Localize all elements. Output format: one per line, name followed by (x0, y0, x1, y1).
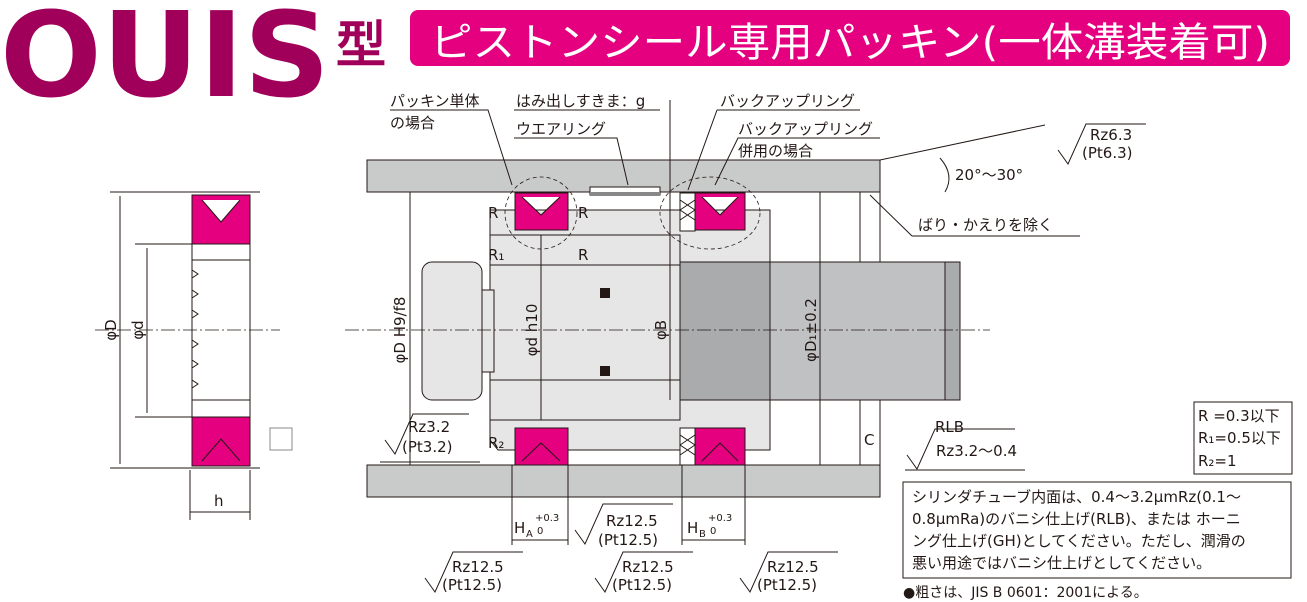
radius-r: R =0.3以下 (1198, 407, 1280, 425)
label-r2: R₂ (488, 434, 504, 452)
roughness-groove1: Rz12.5 (606, 512, 658, 530)
roughness-b2: Rz12.5 (622, 558, 674, 576)
dim-phiD-fit: φD H9/f8 (391, 297, 409, 364)
dim-HA: H (514, 519, 525, 537)
tol-lower: 0 (537, 526, 543, 537)
roughness-top: Rz6.3 (1090, 126, 1132, 144)
surface-finish-note: シリンダチューブ内面は、0.4〜3.2μmRz(0.1〜 0.8μmRa)のバニ… (902, 481, 1292, 601)
scan-icon[interactable] (269, 427, 293, 451)
note-line: ング仕上げ(GH)としてください。ただし、潤滑の (912, 532, 1246, 550)
callout-backup-combined: バックアップリング (738, 120, 873, 138)
dim-phiD: φD (102, 319, 120, 340)
title-banner (410, 10, 1290, 66)
roughness-b2-pt: (Pt12.5) (612, 576, 672, 594)
dim-phiD1: φD₁±0.2 (802, 298, 820, 362)
label-r: R (488, 204, 498, 222)
model-suffix: 型 (336, 16, 386, 74)
dim-phid: φd (129, 320, 147, 339)
callouts: パッキン単体 の場合 はみ出しすきま：g ウエアリング バックアップリング バッ… (390, 92, 1080, 237)
callout-deburr: ばり・かえりを除く (918, 216, 1053, 234)
roughness-symbols: Rz6.3 (Pt6.3) Rz3.2 (Pt3.2) RLB Rz3.2〜0.… (380, 123, 1146, 594)
tol-upper: +0.3 (535, 513, 559, 524)
tol-upper: +0.3 (708, 513, 732, 524)
roughness-left: Rz3.2 (408, 418, 450, 436)
callout-extrusion-gap: はみ出しすきま：g (516, 92, 645, 110)
callout-angle: 20°〜30° (955, 166, 1023, 184)
footnote: ●粗さは、JIS B 0601：2001による。 (903, 585, 1148, 601)
label-r: R (578, 246, 588, 264)
label-r: R (578, 204, 588, 222)
seal-section-view: φD φd h (95, 191, 280, 520)
dim-C: C (864, 431, 874, 449)
note-line: 悪い用途ではバニシ仕上げとしてください。 (912, 554, 1211, 572)
radius-r1: R₁=0.5以下 (1198, 429, 1281, 447)
roughness-top-pt: (Pt6.3) (1082, 144, 1133, 162)
tol-lower: 0 (710, 526, 716, 537)
callout-wear-ring: ウエアリング (516, 120, 606, 138)
cylinder-assembly: φD H9/f8 φd h10 φB φD₁±0.2 R R R R₁ R₂ H… (345, 100, 1046, 545)
callout-backup-combined-2: 併用の場合 (738, 142, 813, 160)
note-line: 0.8μmRa)のバニシ仕上げ(RLB)、または ホーニ (912, 510, 1241, 528)
dim-HB-sub: B (699, 529, 706, 540)
dim-h: h (214, 492, 224, 510)
radius-table: R =0.3以下 R₁=0.5以下 R₂=1 (1193, 401, 1293, 475)
roughness-b1: Rz12.5 (452, 558, 504, 576)
note-line: シリンダチューブ内面は、0.4〜3.2μmRz(0.1〜 (912, 488, 1241, 506)
roughness-groove1-pt: (Pt12.5) (598, 531, 658, 549)
roughness-b3: Rz12.5 (767, 558, 819, 576)
model-title: OUIS (0, 0, 330, 124)
radius-r2: R₂=1 (1198, 452, 1237, 470)
roughness-rlb: RLB (935, 418, 964, 436)
banner-text: ピストンシール専用パッキン(一体溝装着可) (430, 20, 1270, 66)
dim-phid-fit: φd h10 (523, 304, 541, 357)
callout-packing-only: パッキン単体 (390, 92, 480, 110)
label-r1: R₁ (488, 246, 504, 264)
callout-packing-only-2: の場合 (390, 114, 435, 132)
roughness-left-pt: (Pt3.2) (402, 438, 453, 456)
dim-HA-sub: A (526, 529, 533, 540)
roughness-b1-pt: (Pt12.5) (442, 576, 502, 594)
dim-HB: H (687, 519, 698, 537)
roughness-rlb-value: Rz3.2〜0.4 (936, 442, 1017, 460)
callout-backup-ring: バックアップリング (720, 92, 855, 110)
roughness-b3-pt: (Pt12.5) (757, 576, 817, 594)
dim-phiB: φB (652, 320, 670, 340)
